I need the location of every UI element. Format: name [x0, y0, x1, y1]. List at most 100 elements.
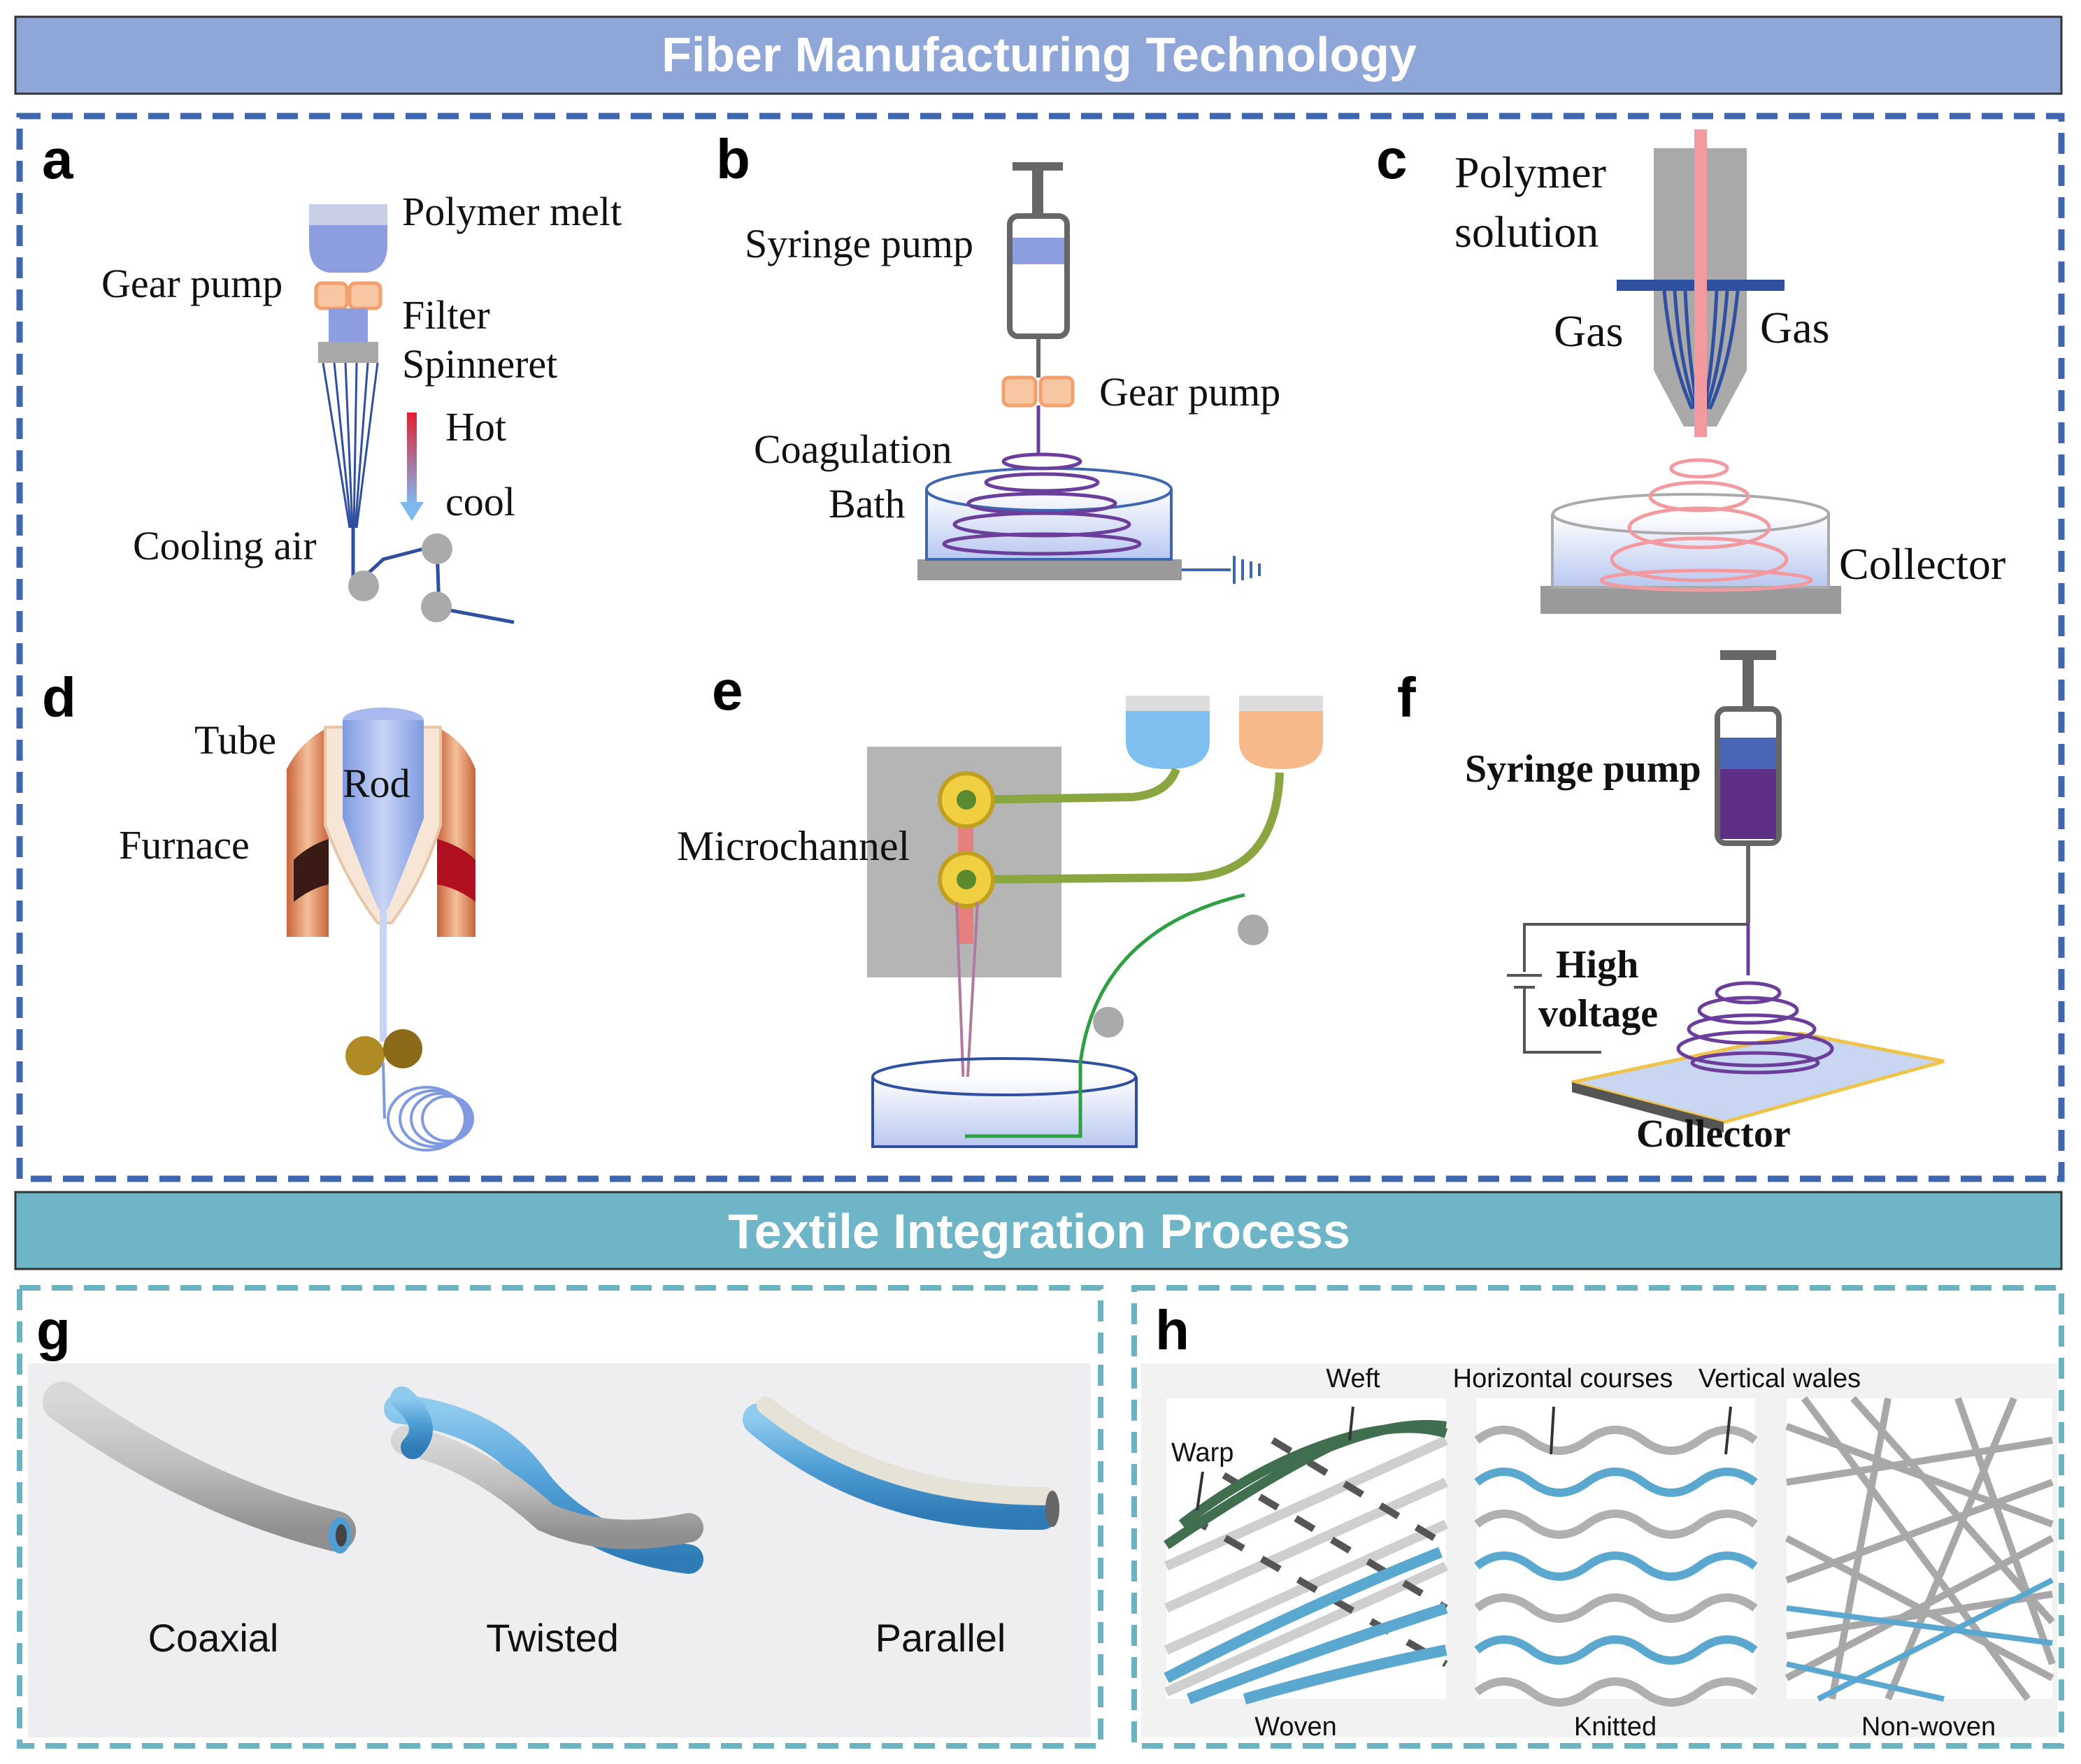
label-furnace: Furnace [119, 822, 250, 868]
collector-plate-edge-f [1572, 1082, 1724, 1133]
panel-letter-c: c [1376, 128, 1408, 190]
label-filter: Filter [402, 292, 490, 338]
temperature-arrowhead [400, 502, 424, 521]
tube-orange-inlet [966, 772, 1284, 884]
preform-rod [343, 720, 424, 909]
panel-letter-h: h [1155, 1299, 1189, 1361]
inlet-port-2-core [957, 870, 976, 889]
label-solution: solution [1454, 207, 1599, 257]
label-coagulation: Coagulation [754, 426, 952, 472]
panel-a: a Polymer melt Gear pump Filter Spinnere… [42, 128, 622, 624]
label-coaxial: Coaxial [148, 1616, 279, 1660]
extruded-fibers [322, 362, 379, 529]
syringe-f-solution-top [1720, 738, 1776, 769]
label-twisted: Twisted [486, 1616, 619, 1660]
furnace-right [437, 727, 475, 937]
reservoir-blue-cap [1126, 696, 1210, 711]
panel-d: d Tube Rod Furnace [42, 666, 475, 1152]
label-gas-left: Gas [1554, 306, 1624, 356]
syringe-f-plunger-head [1720, 650, 1776, 660]
furnace-right-heater [437, 839, 475, 902]
roller-e-1 [1093, 1007, 1124, 1038]
hopper-cap [309, 204, 387, 225]
label-woven: Woven [1254, 1712, 1337, 1742]
label-syringe-pump-b: Syringe pump [745, 221, 973, 266]
collector-dish-c [1551, 514, 1830, 589]
label-knitted: Knitted [1574, 1712, 1657, 1742]
panel-g-frame [17, 1285, 1103, 1749]
label-microchannel: Microchannel [677, 823, 910, 869]
parallel-fiber-ends [1045, 1491, 1059, 1527]
syringe-plunger-head [1013, 162, 1063, 171]
label-hot: Hot [445, 404, 506, 450]
panel-letter-f: f [1397, 666, 1416, 729]
label-polymer-melt: Polymer melt [402, 189, 622, 234]
furnace-left [287, 727, 329, 937]
panel-g: g Coaxial Twisted Parallel [17, 1285, 1103, 1749]
knitted-swatch [1474, 1398, 1758, 1707]
roller-e-2 [1238, 915, 1268, 945]
tube-blue-inlet [966, 767, 1180, 804]
fiber-coil-b [942, 452, 1142, 556]
fiber-coil-f [1676, 981, 1834, 1075]
label-gear-pump-b: Gear pump [1099, 369, 1280, 415]
label-spinneret: Spinneret [402, 341, 557, 387]
textile-header-bar [14, 1191, 2063, 1270]
parallel-fiber-blue [743, 1403, 1058, 1530]
syringe-solution [1013, 238, 1064, 264]
collection-bath-rim-e [871, 1057, 1137, 1096]
label-vertical-wales: Vertical wales [1699, 1364, 1861, 1393]
label-horizontal-courses: Horizontal courses [1453, 1364, 1673, 1393]
twisted-fiber-gray [391, 1426, 703, 1549]
panel-letter-d: d [42, 666, 76, 729]
capstan-right [383, 1029, 422, 1068]
panel-e: e Microchannel [677, 659, 1323, 1148]
non-woven-swatch [1785, 1396, 2056, 1702]
coaxial-fiber-sheath [43, 1382, 356, 1551]
fiber-coil-c [1599, 458, 1813, 592]
coaxial-fiber-core [336, 1524, 347, 1547]
label-weft: Weft [1326, 1364, 1380, 1393]
inlet-port-1-core [957, 790, 976, 810]
label-syringe-pump-f: Syringe pump [1465, 747, 1701, 791]
panel-f: f Syringe pump High voltage Collector [1397, 650, 1945, 1156]
furnace-left-heater [294, 839, 329, 902]
label-high: High [1556, 943, 1638, 987]
label-non-woven: Non-woven [1861, 1712, 1996, 1742]
filter-block [329, 308, 368, 342]
label-parallel: Parallel [875, 1616, 1006, 1660]
capstan-left [345, 1036, 385, 1075]
panel-letter-e: e [712, 659, 743, 722]
woven-swatch [1164, 1398, 1448, 1705]
label-warp: Warp [1171, 1438, 1233, 1468]
parallel-fiber-light [757, 1396, 1054, 1505]
fiber-frame [16, 113, 2065, 1182]
twisted-fiber-wrap [390, 1386, 433, 1459]
collection-bath-e [871, 1077, 1138, 1148]
syringe-barrel [1007, 213, 1070, 339]
panel-b: b Syringe pump Gear pump Coagulation Bat… [716, 128, 1280, 584]
polymer-melt-hopper [309, 225, 387, 273]
label-cooling-air: Cooling air [133, 523, 317, 568]
label-voltage: voltage [1538, 992, 1658, 1035]
panel-letter-g: g [36, 1299, 71, 1361]
panel-h: h [1131, 1285, 2064, 1749]
label-collector-f: Collector [1636, 1112, 1791, 1156]
label-polymer: Polymer [1454, 148, 1606, 197]
gear-pump-left [314, 281, 349, 310]
textile-header-title: Textile Integration Process [728, 1204, 1350, 1259]
reservoir-blue [1126, 696, 1210, 769]
ground-symbol-b [1182, 556, 1261, 584]
panel-letter-a: a [42, 128, 73, 190]
label-bath: Bath [829, 481, 906, 526]
syringe-f-plunger-rod [1743, 660, 1754, 709]
bath-base [917, 559, 1182, 580]
label-cool: cool [445, 479, 515, 524]
label-gear-pump-a: Gear pump [101, 261, 283, 306]
label-collector-c: Collector [1839, 539, 2005, 589]
fiber-path-e [965, 893, 1245, 1138]
reservoir-orange [1239, 696, 1323, 769]
panel-letter-b: b [716, 128, 750, 190]
